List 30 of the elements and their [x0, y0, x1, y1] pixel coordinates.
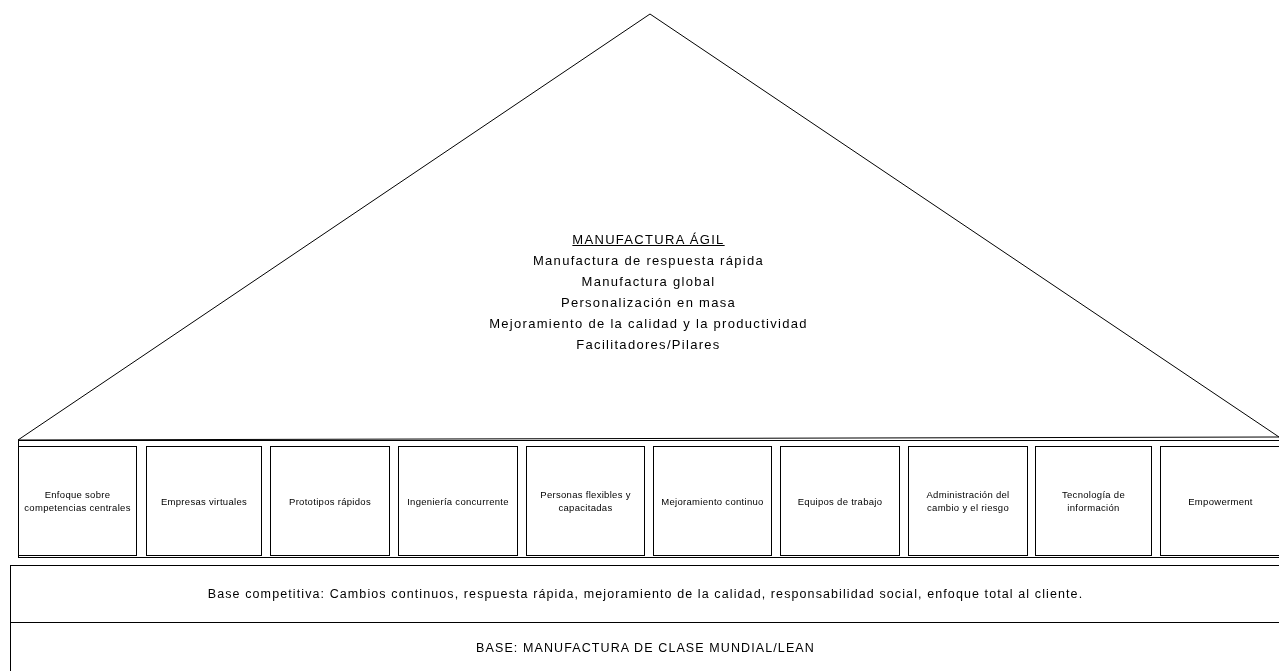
pillar-box — [653, 446, 772, 556]
roof-text-line: Facilitadores/Pilares — [576, 336, 721, 354]
pillar-box — [526, 446, 645, 556]
pillar-label: Ingeniería concurrente — [407, 494, 509, 508]
pillar-box — [1160, 446, 1279, 556]
roof-triangle — [18, 14, 1279, 440]
roof-text-line: Mejoramiento de la calidad y la productividad — [489, 315, 808, 333]
pillar-label: Mejoramiento continuo — [661, 494, 764, 508]
foundation-label: BASE: MANUFACTURA DE CLASE MUNDIAL/LEAN — [476, 639, 815, 657]
pillar-box — [780, 446, 900, 556]
pillar-label: Prototipos rápidos — [289, 494, 371, 508]
pillar-label: Personas flexibles y capacitadas — [539, 488, 632, 514]
roof-text-line: Manufactura global — [581, 273, 716, 291]
pillar-label: Equipos de trabajo — [797, 494, 883, 508]
foundation-box — [10, 565, 1279, 623]
pillar-label: Administración del cambio y el riesgo — [925, 488, 1011, 514]
pillar-box — [908, 446, 1028, 556]
pillar-label: Tecnología de información — [1060, 488, 1127, 514]
pillar-box — [1035, 446, 1152, 556]
pillar-box — [146, 446, 262, 556]
pillar-label: Enfoque sobre competencias centrales — [23, 488, 132, 514]
pillar-label: Empresas virtuales — [160, 494, 248, 508]
foundation-label: Base competitiva: Cambios continuos, respuesta rápida, mejoramiento de la calidad, responsabilidad social, enfoque total al cliente. — [207, 585, 1084, 603]
roof-text-line: Personalización en masa — [560, 294, 737, 312]
pillar-box — [270, 446, 390, 556]
pillar-box — [18, 446, 137, 556]
pillar-label: Empowerment — [1188, 494, 1253, 508]
pillar-box — [398, 446, 518, 556]
roof-text-line: Manufactura de respuesta rápida — [532, 252, 765, 270]
roof-heading: MANUFACTURA ÁGIL — [572, 231, 725, 249]
